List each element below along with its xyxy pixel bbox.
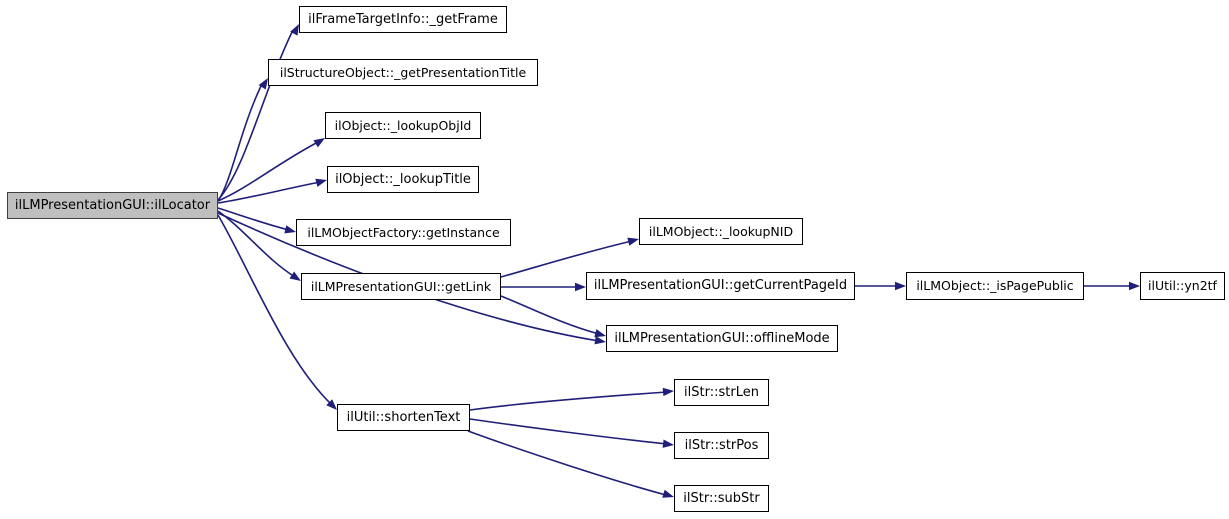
graph-node-label: ilLMObject::_lookupNID — [648, 223, 794, 239]
edge-getLink-to-offlineMode — [500, 295, 606, 338]
edge-shortenText-to-subStr — [467, 430, 674, 498]
graph-node-label: ilLMObject::_isPagePublic — [916, 278, 1074, 293]
graph-node-presTitle[interactable]: ilStructureObject::_getPresentationTitle — [268, 59, 538, 86]
graph-node-strPos[interactable]: ilStr::strPos — [674, 432, 769, 459]
graph-node-getCurrentPageId[interactable]: ilLMPresentationGUI::getCurrentPageId — [586, 272, 855, 300]
graph-node-strLen[interactable]: ilStr::strLen — [674, 379, 769, 406]
edge-shortenText-to-strPos — [469, 418, 674, 448]
graph-node-label: ilLMPresentationGUI::getLink — [310, 278, 492, 294]
graph-node-lookupObjId[interactable]: ilObject::_lookupObjId — [325, 112, 481, 139]
graph-node-subStr[interactable]: ilStr::subStr — [674, 485, 769, 512]
edge-isPagePublic-to-yn2tf — [1083, 281, 1140, 291]
edge-shortenText-to-strLen — [469, 387, 674, 411]
graph-node-label: ilObject::_lookupTitle — [335, 171, 471, 187]
graph-node-label: ilLMObjectFactory::getInstance — [307, 224, 500, 240]
graph-node-yn2tf[interactable]: ilUtil::yn2tf — [1140, 272, 1225, 300]
edge-root-to-getFrame — [217, 24, 299, 201]
graph-node-label: ilUtil::yn2tf — [1148, 278, 1217, 293]
graph-node-root[interactable]: ilLMPresentationGUI::ilLocator — [7, 192, 218, 219]
edge-getLink-to-getCurrentPageId — [501, 282, 586, 292]
graph-node-label: ilUtil::shortenText — [346, 409, 461, 425]
graph-node-getInstance[interactable]: ilLMObjectFactory::getInstance — [296, 219, 511, 246]
edge-root-to-getInstance — [217, 207, 296, 234]
graph-node-getLink[interactable]: ilLMPresentationGUI::getLink — [301, 273, 501, 300]
edge-root-to-lookupTitle — [217, 178, 327, 204]
edge-root-to-lookupObjId — [217, 138, 325, 202]
graph-node-label: ilObject::_lookupObjId — [334, 117, 472, 133]
graph-node-label: ilLMPresentationGUI::getCurrentPageId — [593, 278, 848, 293]
edge-getCurrentPageId-to-isPagePublic — [854, 281, 906, 291]
graph-node-label: ilLMPresentationGUI::offlineMode — [614, 330, 830, 346]
graph-node-label: ilLMPresentationGUI::ilLocator — [14, 197, 211, 213]
graph-node-label: ilStr::strPos — [684, 437, 759, 453]
edge-root-to-getLink — [217, 210, 301, 281]
graph-node-offlineMode[interactable]: ilLMPresentationGUI::offlineMode — [606, 325, 838, 352]
graph-node-isPagePublic[interactable]: ilLMObject::_isPagePublic — [906, 272, 1084, 300]
graph-node-lookupNID[interactable]: ilLMObject::_lookupNID — [639, 218, 803, 245]
graph-node-getFrame[interactable]: ilFrameTargetInfo::_getFrame — [299, 6, 507, 33]
edge-root-to-presTitle — [217, 78, 268, 202]
graph-node-label: ilStr::subStr — [683, 490, 760, 506]
graph-node-label: ilFrameTargetInfo::_getFrame — [308, 11, 498, 27]
graph-node-lookupTitle[interactable]: ilObject::_lookupTitle — [327, 166, 479, 193]
graph-node-label: ilStructureObject::_getPresentationTitle — [279, 64, 527, 80]
edge-getLink-to-lookupNID — [500, 237, 639, 278]
graph-node-label: ilStr::strLen — [684, 384, 759, 400]
graph-node-shortenText[interactable]: ilUtil::shortenText — [337, 404, 470, 431]
